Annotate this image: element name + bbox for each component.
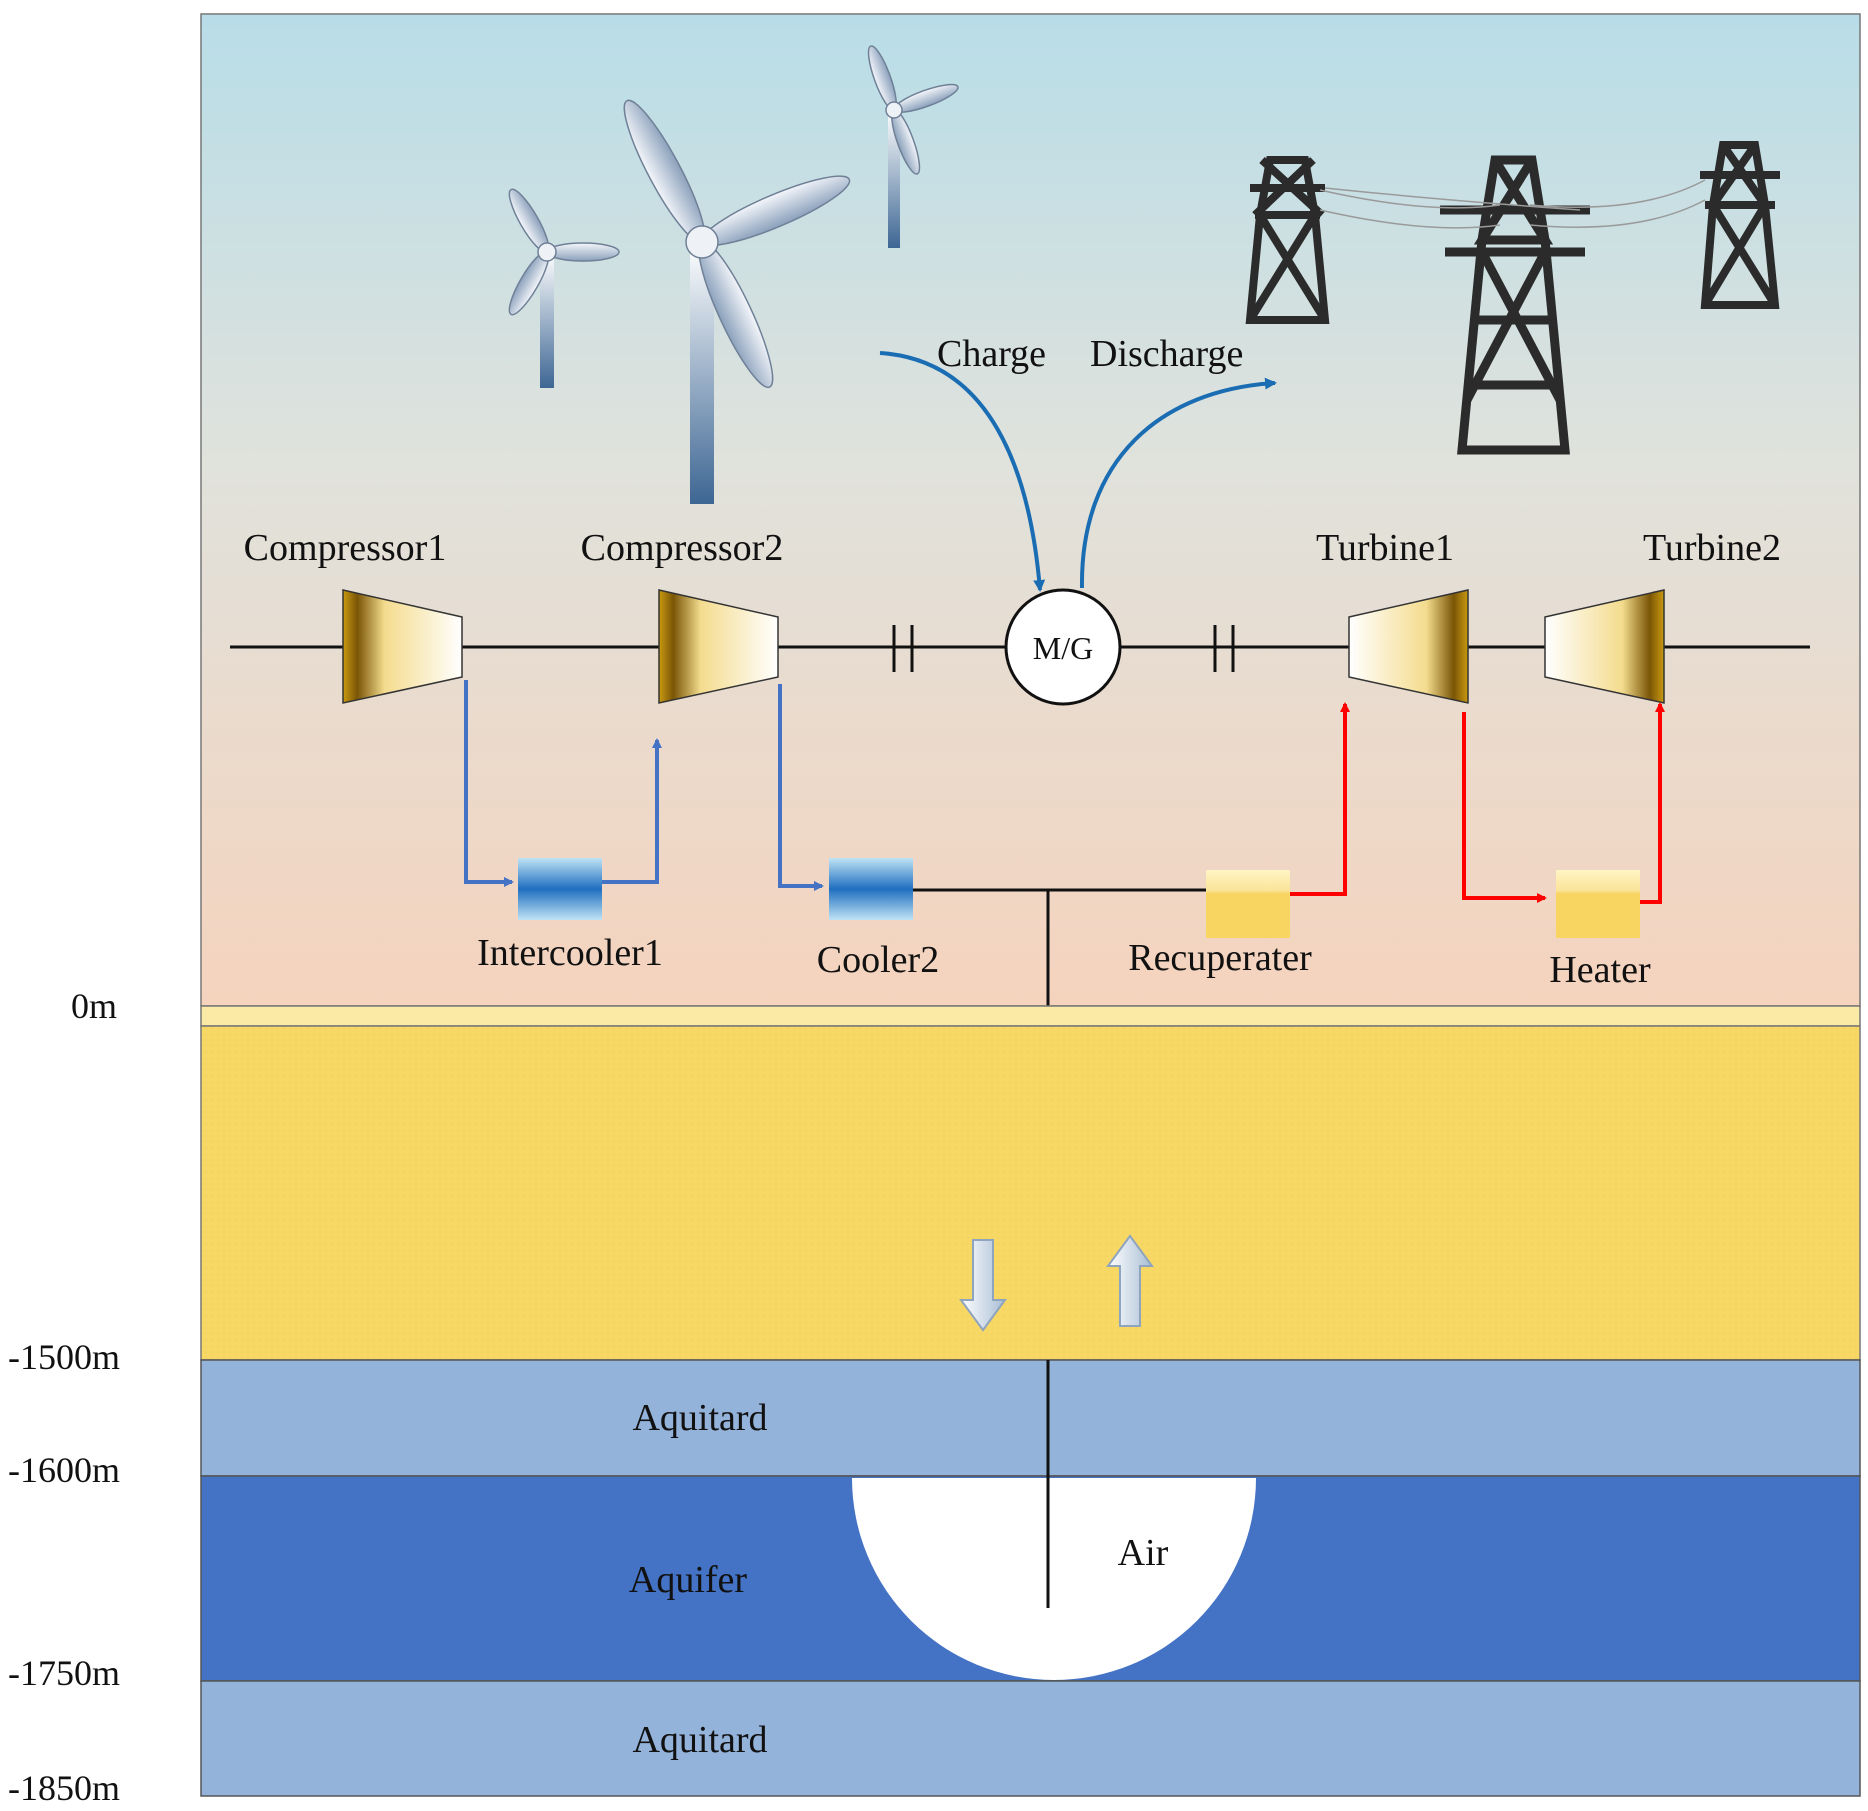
depth-label: -1500m bbox=[8, 1337, 120, 1377]
turbine-1-label: Turbine1 bbox=[1316, 527, 1454, 569]
wind-turbine-icon bbox=[623, 99, 851, 504]
depth-label: -1850m bbox=[8, 1768, 120, 1808]
heater bbox=[1556, 870, 1640, 938]
power-lines bbox=[1319, 179, 1706, 229]
wind-turbine-icon bbox=[867, 45, 959, 248]
turbine-1 bbox=[1348, 589, 1469, 704]
compressor-1 bbox=[342, 589, 463, 704]
aquifer-label: Aquifer bbox=[629, 1559, 748, 1601]
turbine-2-label: Turbine2 bbox=[1643, 527, 1781, 569]
charge-pipe-intercooler-to-c2 bbox=[602, 738, 662, 884]
aquitard-upper-layer bbox=[200, 1359, 1861, 1477]
discharge-flow-arrow bbox=[1079, 377, 1277, 589]
withdrawal-arrow-icon bbox=[1106, 1234, 1154, 1327]
depth-label: 0m bbox=[71, 986, 117, 1026]
discharge-pipe-t1-to-heater bbox=[1462, 712, 1547, 903]
heater-label: Heater bbox=[1549, 949, 1651, 991]
air-label: Air bbox=[1118, 1532, 1169, 1574]
discharge-pipe-heater-to-t2 bbox=[1640, 702, 1665, 904]
compressor-2-label: Compressor2 bbox=[581, 527, 784, 569]
charge-label: Charge bbox=[937, 333, 1046, 375]
transmission-tower-icon bbox=[1245, 156, 1330, 324]
motor-generator-label: M/G bbox=[1033, 630, 1093, 666]
compressor-1-label: Compressor1 bbox=[244, 527, 447, 569]
injection-arrow-icon bbox=[959, 1239, 1007, 1332]
shaft-coupling bbox=[1213, 625, 1235, 672]
discharge-label: Discharge bbox=[1090, 333, 1243, 375]
wind-turbine-icon bbox=[508, 188, 620, 388]
charge-flow-arrow bbox=[879, 351, 1046, 592]
depth-label: -1750m bbox=[8, 1653, 120, 1693]
aquitard-lower-layer bbox=[200, 1680, 1861, 1797]
intercooler-1 bbox=[518, 858, 602, 920]
intercooler-1-label: Intercooler1 bbox=[477, 932, 663, 974]
recuperater bbox=[1206, 870, 1290, 938]
recuperater-label: Recuperater bbox=[1128, 937, 1312, 979]
charge-pipe-c2-to-cooler bbox=[778, 684, 824, 891]
transmission-tower-icon bbox=[1440, 155, 1590, 455]
compressor-2 bbox=[658, 589, 779, 704]
shaft-coupling bbox=[892, 625, 914, 672]
motor-generator bbox=[1004, 588, 1122, 706]
aquitard-lower-label: Aquitard bbox=[632, 1719, 767, 1761]
charge-pipe-c1-to-intercooler bbox=[464, 680, 514, 887]
cooler-2-label: Cooler2 bbox=[817, 939, 939, 981]
transmission-tower-icon bbox=[1700, 141, 1780, 309]
surface-layer bbox=[200, 1005, 1861, 1027]
cooler-2 bbox=[829, 858, 913, 920]
sky-background bbox=[200, 13, 1861, 1007]
air-storage-bubble bbox=[852, 1478, 1256, 1680]
caprock-texture bbox=[200, 1025, 1861, 1361]
discharge-pipe-recuperater-to-t1 bbox=[1290, 702, 1350, 896]
depth-label: -1600m bbox=[8, 1450, 120, 1490]
aquitard-upper-label: Aquitard bbox=[632, 1397, 767, 1439]
